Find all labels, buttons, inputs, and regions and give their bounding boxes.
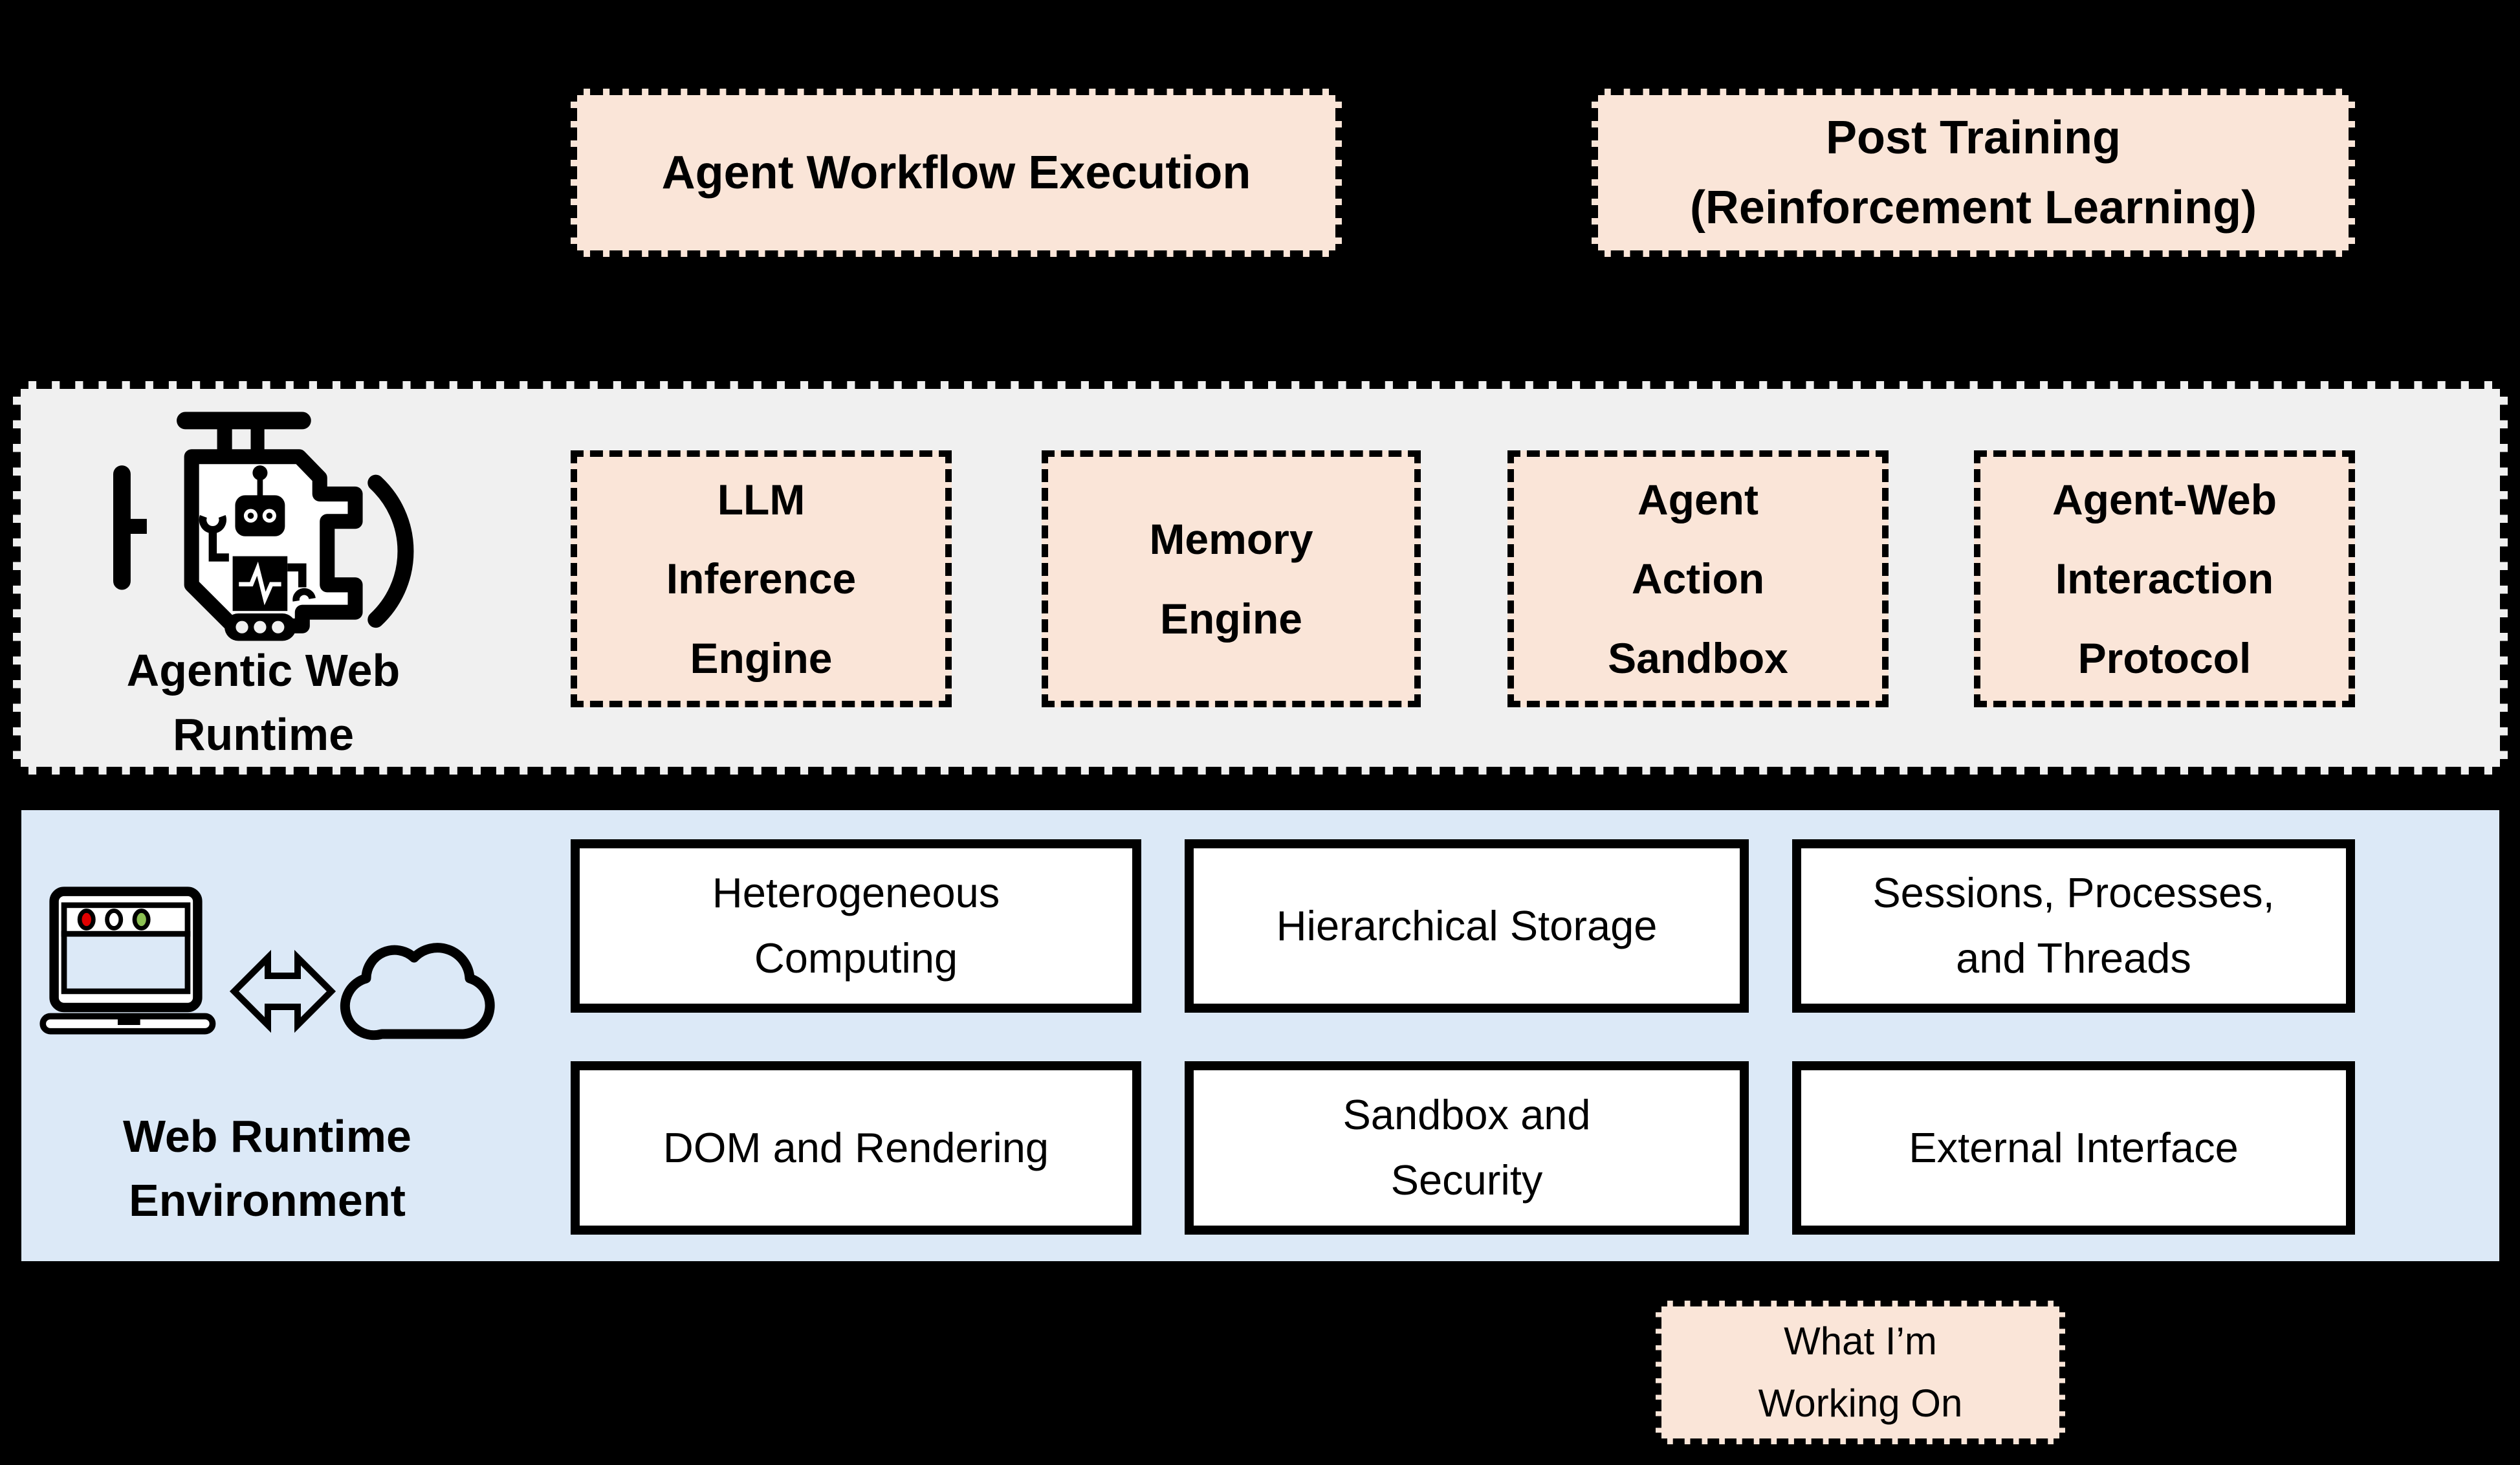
agent-web-interaction-protocol-box: Agent-Web Interaction Protocol [1974,450,2355,707]
box-label-line: Agent-Web [2052,476,2277,524]
box-label-line: Computing [754,934,958,982]
box-label-line: Heterogeneous [712,869,1000,917]
laptop-browser-icon [38,885,232,1060]
external-interface-box: External Interface [1792,1061,2355,1235]
box-label-line: Agent [1638,476,1759,524]
box-label-line: Inference [666,555,857,603]
memory-engine-box: Memory Engine [1042,450,1421,707]
post-training-box: Post Training (Reinforcement Learning) [1592,89,2355,257]
heterogeneous-computing-box: Heterogeneous Computing [571,839,1141,1013]
band-label-line: Environment [129,1175,406,1226]
web-runtime-environment-band: Web Runtime Environment Heterogeneous Co… [13,802,2508,1270]
box-label-line: LLM [717,476,805,524]
engine-robot-icon [97,401,421,650]
box-label-line: Engine [1159,594,1302,643]
sessions-processes-threads-box: Sessions, Processes, and Threads [1792,839,2355,1013]
box-label-line: Sandbox [1608,633,1788,682]
box-label-line: Protocol [2077,633,2252,682]
band-label-line: Runtime [173,709,354,760]
box-label-line: Agent Workflow Execution [661,147,1251,199]
box-label-line: External Interface [1909,1123,2239,1171]
box-label-line: Engine [690,633,833,682]
agentic-web-runtime-band: Agentic Web Runtime LLM Inference Engine… [13,381,2508,775]
agent-action-sandbox-box: Agent Action Sandbox [1507,450,1889,707]
box-label-line: and Threads [1956,934,2191,982]
what-im-working-on-box: What I’m Working On [1656,1301,2065,1444]
box-label-line: What I’m [1784,1319,1937,1363]
agent-workflow-execution-box: Agent Workflow Execution [571,89,1342,257]
box-label-line: Interaction [2055,555,2274,603]
box-label-line: (Reinforcement Learning) [1689,182,2257,234]
band-label-line: Agentic Web [126,645,400,696]
box-label-line: Sessions, Processes, [1872,869,2275,917]
agentic-web-runtime-label: Agentic Web Runtime [40,639,487,767]
dom-and-rendering-box: DOM and Rendering [571,1061,1141,1235]
cloud-icon [331,919,512,1055]
bidirectional-arrow-icon [228,940,338,1043]
hierarchical-storage-box: Hierarchical Storage [1185,839,1749,1013]
box-label-line: Action [1631,555,1765,603]
box-label-line: Hierarchical Storage [1276,901,1658,949]
box-label-line: Sandbox and [1342,1091,1591,1139]
box-label-line: Post Training [1825,112,2121,164]
box-label-line: Working On [1758,1382,1963,1425]
llm-inference-engine-box: LLM Inference Engine [571,450,952,707]
box-label-line: Security [1390,1156,1543,1204]
web-runtime-environment-label: Web Runtime Environment [41,1105,494,1233]
band-label-line: Web Runtime [123,1111,411,1162]
box-label-line: DOM and Rendering [663,1123,1049,1171]
box-label-line: Memory [1149,515,1313,564]
sandbox-and-security-box: Sandbox and Security [1185,1061,1749,1235]
